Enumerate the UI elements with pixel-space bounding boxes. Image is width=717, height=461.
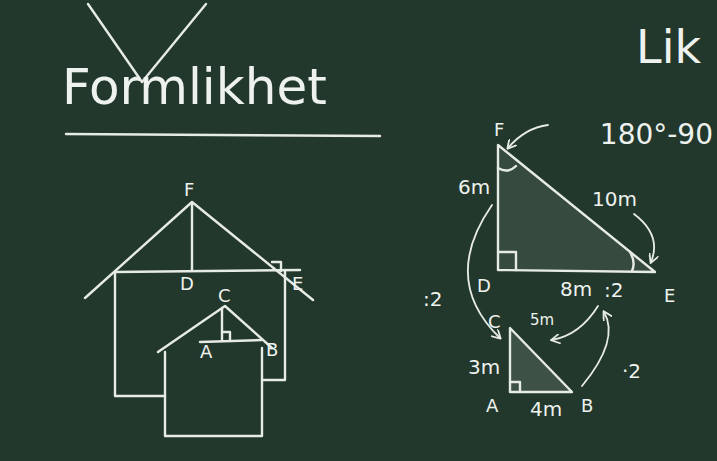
large-triangle (498, 145, 655, 272)
board-title: Formlikhet (62, 60, 327, 115)
scale-factor: :2 (604, 279, 623, 301)
scale-arrows (468, 125, 654, 386)
point-label: D (180, 274, 194, 294)
small-house (158, 306, 272, 436)
point-label: A (200, 342, 212, 362)
point-label: F (494, 120, 504, 140)
point-label: A (486, 396, 498, 416)
dimension: 4m (530, 398, 562, 420)
point-label: B (266, 340, 278, 360)
title-underline (66, 134, 380, 136)
heading-fragment: Lik (636, 22, 701, 73)
scale-factor: ·2 (622, 360, 641, 382)
dimension: 8m (560, 278, 592, 300)
point-label: E (664, 286, 675, 306)
big-house (85, 202, 313, 396)
dimension: 3m (468, 356, 500, 378)
note: 180°-90 (600, 120, 713, 151)
point-label: B (581, 396, 593, 416)
dimension: 5m (530, 312, 554, 329)
point-label: D (477, 276, 491, 296)
dimension: 10m (592, 188, 637, 210)
point-label: E (292, 274, 303, 294)
point-label: F (184, 180, 194, 200)
point-label: C (488, 312, 501, 332)
dimension: 6m (458, 176, 490, 198)
scale-factor: :2 (423, 288, 442, 310)
point-label: C (218, 286, 231, 306)
